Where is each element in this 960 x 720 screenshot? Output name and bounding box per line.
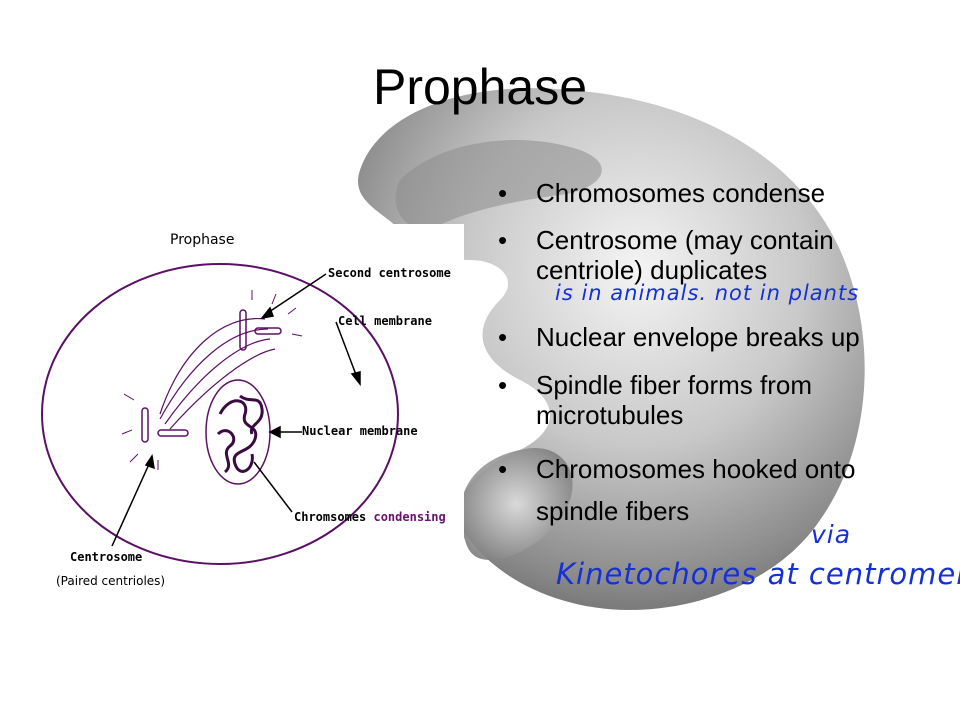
label-chromosomes-condensing: Chromsomes condensing — [294, 510, 446, 524]
page-title: Prophase — [372, 59, 588, 115]
chromosome-strands — [216, 394, 264, 474]
bullet-text: Nuclear envelope breaks up — [536, 322, 860, 352]
cell-illustration — [41, 263, 399, 565]
bullet-item: • Spindle fiber forms from microtubules — [498, 370, 918, 430]
bullet-item: • Chromosomes condense — [498, 178, 918, 208]
bullet-text: Centrosome (may contain centriole) dupli… — [536, 225, 834, 285]
handwritten-note-via: via — [811, 520, 852, 549]
bullet-glyph: • — [498, 178, 508, 208]
handwritten-note-kinetochores: Kinetochores at centromere — [556, 557, 960, 591]
bullet-item: • Centrosome (may contain centriole) dup… — [498, 225, 918, 285]
aster-rays — [121, 290, 303, 470]
label-nuclear-membrane: Nuclear membrane — [302, 424, 418, 438]
label-condensing: condensing — [373, 510, 446, 524]
label-paired-centrioles: (Paired centrioles) — [56, 574, 166, 588]
handwritten-note-animals: is in animals. not in plants — [555, 281, 860, 305]
bullet-text: Chromosomes condense — [536, 178, 826, 208]
bullet-glyph: • — [498, 454, 508, 484]
bullet-glyph: • — [498, 370, 508, 400]
bullet-glyph: • — [498, 322, 508, 352]
bullet-text: Spindle fiber forms from microtubules — [536, 370, 812, 430]
label-centrosome: Centrosome — [70, 550, 143, 564]
spindle-fibers — [159, 318, 276, 430]
bullet-item: • Chromosomes hooked onto spindle fibers — [498, 448, 918, 532]
background-shape-lip — [460, 448, 573, 560]
first-centriole-horizontal — [157, 429, 189, 437]
prophase-diagram: Prophase Second centrosome Cell membrane… — [40, 224, 464, 600]
bullet-text: Chromosomes hooked onto spindle fibers — [536, 454, 856, 526]
label-arrows — [111, 273, 361, 547]
bullet-glyph: • — [498, 225, 508, 255]
bullet-item: • Nuclear envelope breaks up — [498, 322, 918, 352]
label-cell-membrane: Cell membrane — [338, 314, 432, 328]
bullet-list: • Chromosomes condense • Centrosome (may… — [498, 172, 918, 532]
diagram-title: Prophase — [170, 232, 235, 248]
second-centriole-vertical — [239, 309, 247, 351]
cell-membrane-outline — [41, 263, 399, 565]
second-centriole-horizontal — [254, 327, 282, 335]
first-centriole-vertical — [141, 407, 149, 443]
label-second-centrosome: Second centrosome — [328, 266, 451, 280]
background-shape-fold — [395, 140, 602, 229]
label-chromosomes: Chromsomes — [294, 510, 367, 524]
